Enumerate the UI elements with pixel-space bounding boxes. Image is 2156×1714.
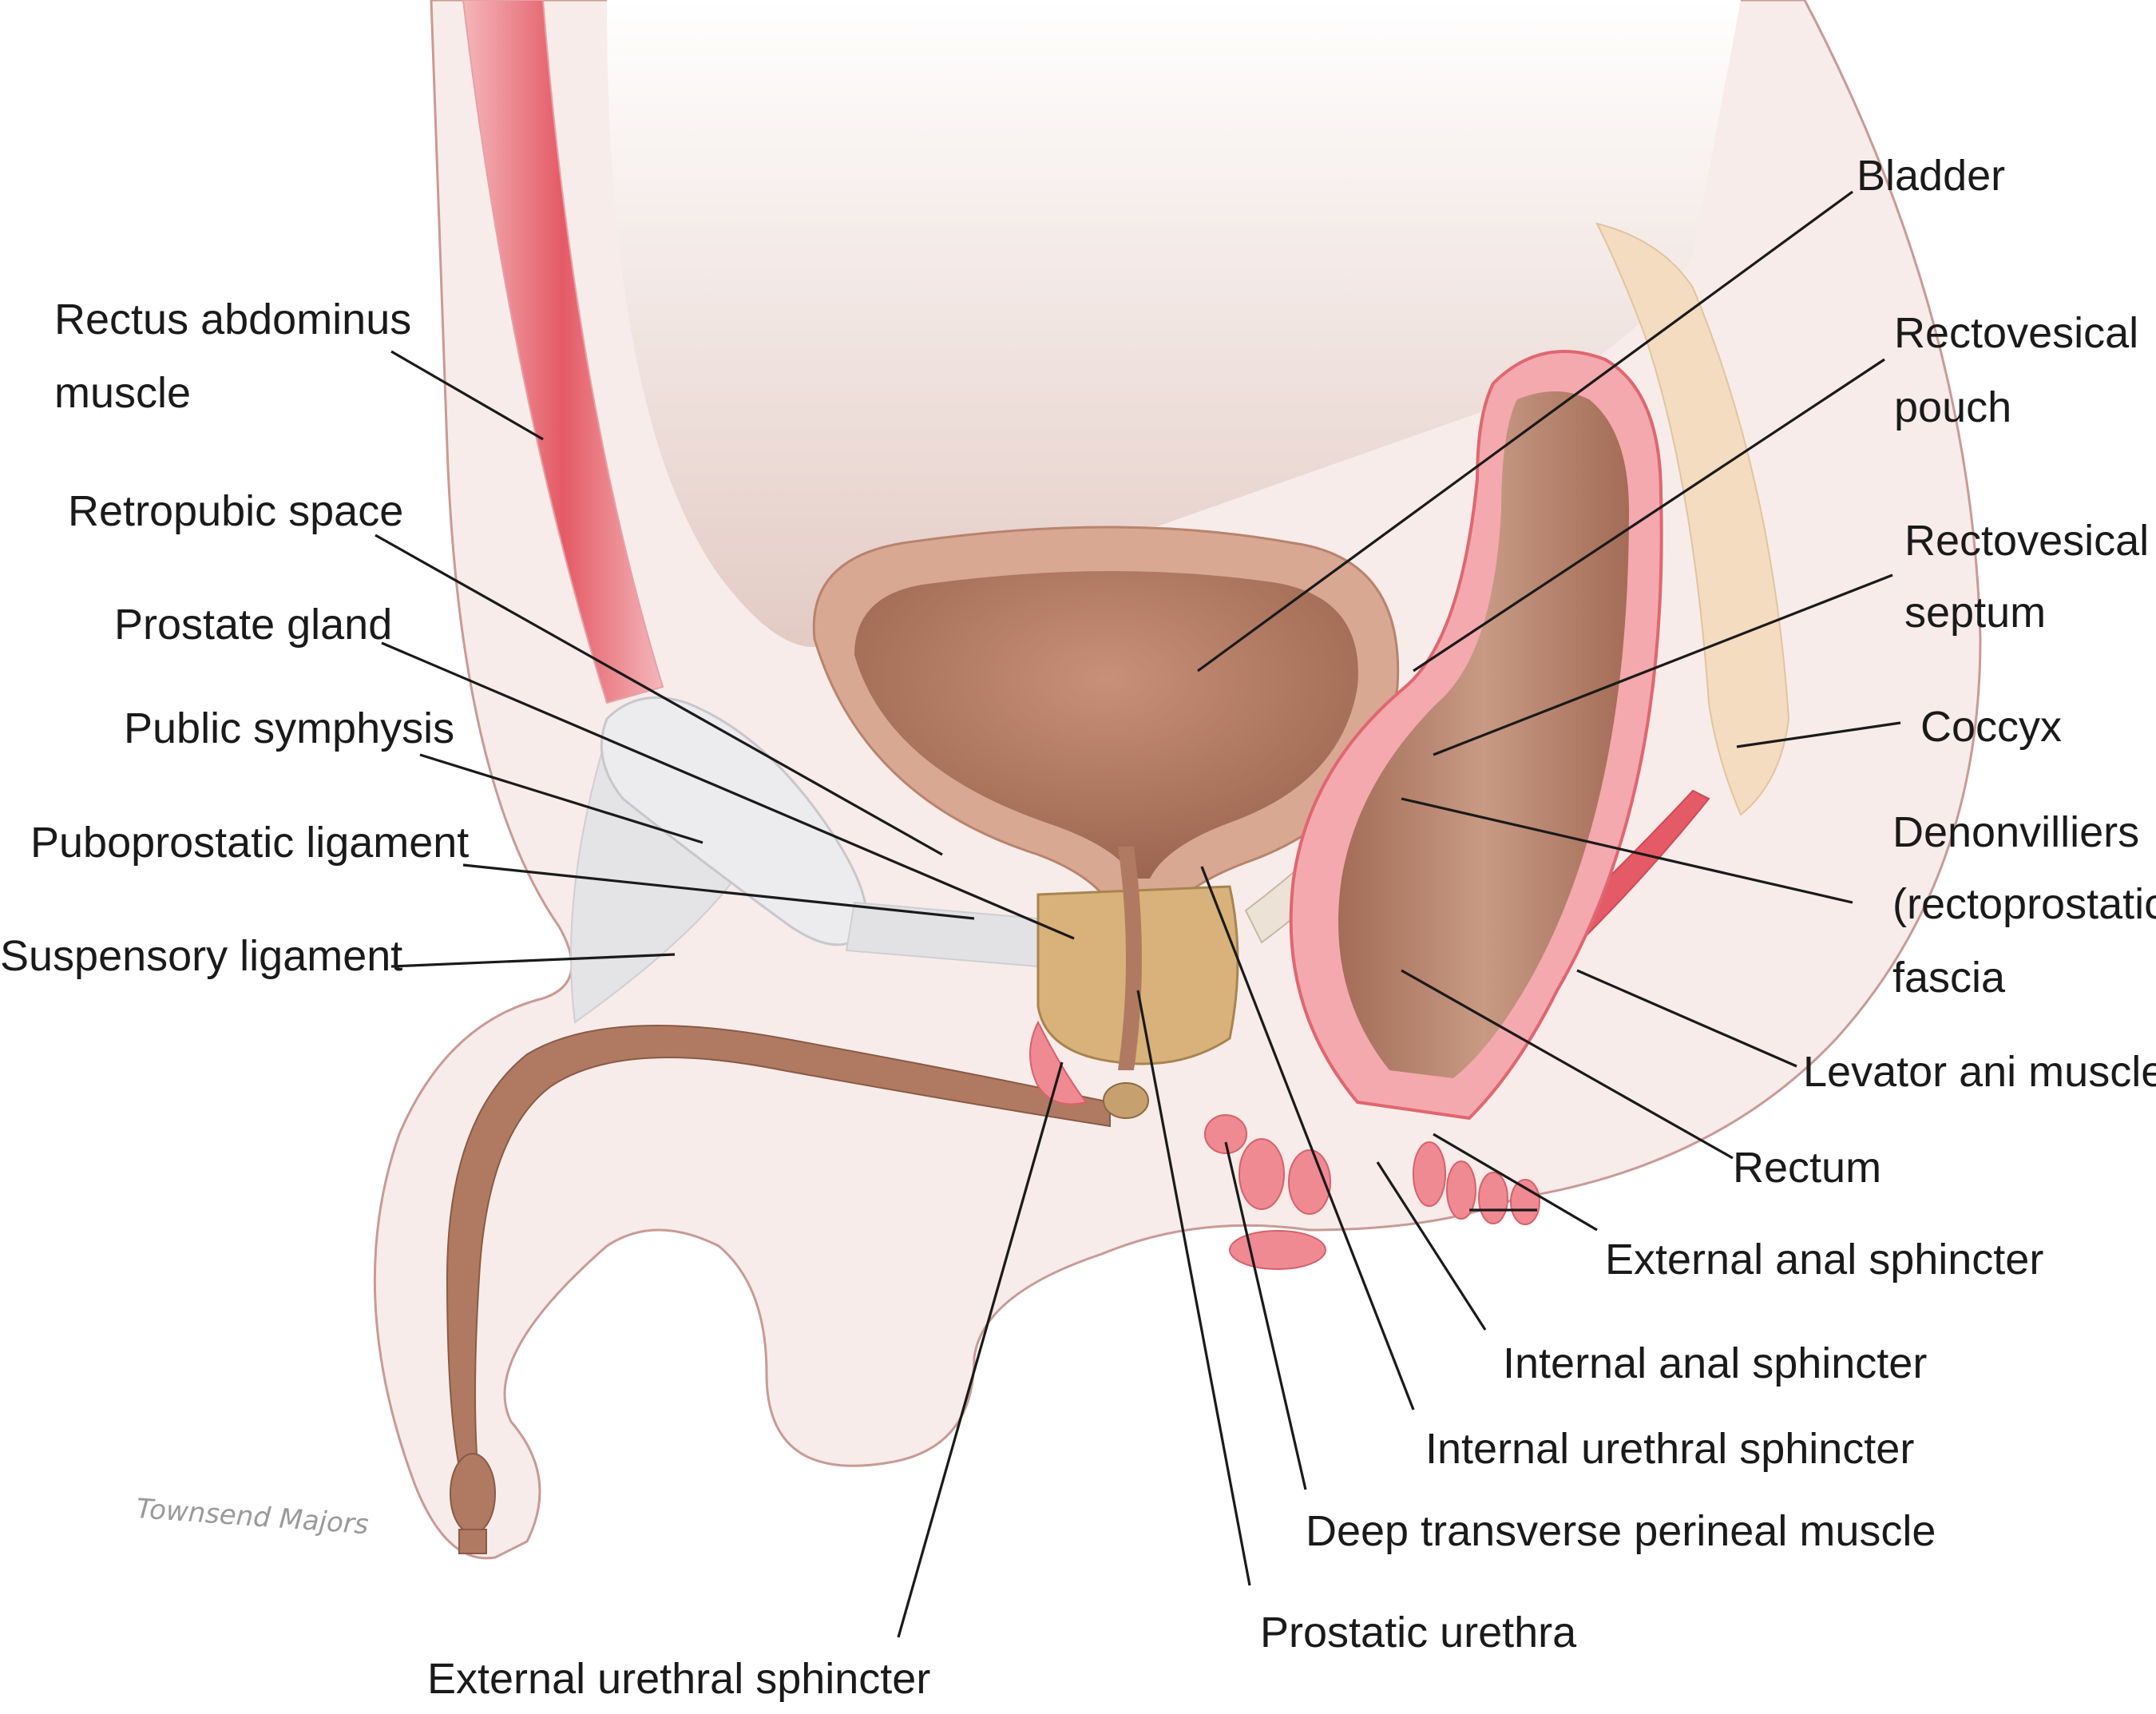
label-rectus-line2: muscle: [54, 369, 191, 417]
coccyx-bone: [1595, 222, 1790, 816]
leader-prostatic-urethra: [1136, 990, 1251, 1586]
leader-denonvilliers: [1401, 797, 1853, 904]
leader-public-symphysis: [419, 753, 703, 844]
leader-bladder: [1197, 190, 1853, 673]
label-denonvilliers-line3: fascia: [1892, 954, 2006, 1002]
label-external-urethral-sphincter: External urethral sphincter: [427, 1655, 930, 1703]
label-rectus-line1: Rectus abdominus: [54, 296, 411, 343]
leader-suspensory: [390, 953, 676, 968]
abdominal-cavity: [607, 0, 1741, 647]
leader-rectus: [390, 350, 544, 441]
leader-external-anal: [1433, 1133, 1598, 1232]
leader-puboprostatic: [462, 863, 975, 920]
labels: Bladder Rectus abdominus muscle Rectoves…: [0, 152, 2156, 1703]
label-denonvilliers-line1: Denonvilliers: [1892, 808, 2139, 856]
leader-levator-ani: [1576, 969, 1797, 1068]
label-rectovesical-pouch-line2: pouch: [1894, 383, 2011, 431]
leader-external-urethral: [897, 1061, 1064, 1638]
leader-retropubic: [375, 534, 943, 856]
label-prostate-gland: Prostate gland: [114, 601, 392, 649]
rectus-muscle: [462, 0, 664, 704]
label-rectovesical-septum-line1: Rectovesical: [1904, 517, 2149, 565]
leader-lines: [375, 190, 1901, 1638]
label-deep-transverse-perineal: Deep transverse perineal muscle: [1306, 1507, 1936, 1555]
label-external-anal-sphincter: External anal sphincter: [1605, 1236, 2043, 1284]
label-rectum: Rectum: [1733, 1144, 1881, 1192]
label-suspensory-ligament: Suspensory ligament: [0, 932, 402, 980]
leader-rectum: [1401, 969, 1734, 1160]
leader-rectovesical-septum: [1433, 573, 1893, 756]
leader-internal-anal: [1376, 1161, 1487, 1331]
leader-deep-transverse: [1224, 1141, 1307, 1490]
label-public-symphysis: Public symphysis: [124, 704, 454, 752]
leader-internal-urethral: [1200, 866, 1415, 1410]
artist-signature: Townsend Majors: [135, 1493, 370, 1541]
label-levator-ani: Levator ani muscle: [1803, 1048, 2156, 1096]
leader-prostate: [381, 641, 1075, 940]
label-retropubic-space: Retropubic space: [68, 487, 403, 535]
label-prostatic-urethra: Prostatic urethra: [1260, 1609, 1577, 1656]
label-internal-urethral-sphincter: Internal urethral sphincter: [1425, 1425, 1914, 1473]
bladder-lumen: [854, 571, 1358, 879]
urethral-meatus: [458, 1529, 487, 1554]
glans-bulb: [450, 1453, 496, 1534]
label-bladder: Bladder: [1857, 152, 2005, 200]
bulbourethral-gland: [1103, 1082, 1149, 1119]
label-internal-anal-sphincter: Internal anal sphincter: [1503, 1339, 1927, 1387]
prostatic-urethra-shape: [1118, 847, 1142, 1070]
external-urethral-sphincter-shape: [1029, 1020, 1088, 1105]
label-coccyx: Coccyx: [1920, 703, 2062, 751]
label-rectovesical-septum-line2: septum: [1904, 589, 2046, 637]
leader-coccyx: [1736, 721, 1901, 748]
label-denonvilliers-line2: (rectoprostatic): [1892, 880, 2156, 928]
label-puboprostatic-ligament: Puboprostatic ligament: [30, 819, 469, 867]
leader-rectovesical-pouch: [1413, 358, 1885, 673]
label-rectovesical-pouch-line1: Rectovesical: [1894, 309, 2138, 357]
